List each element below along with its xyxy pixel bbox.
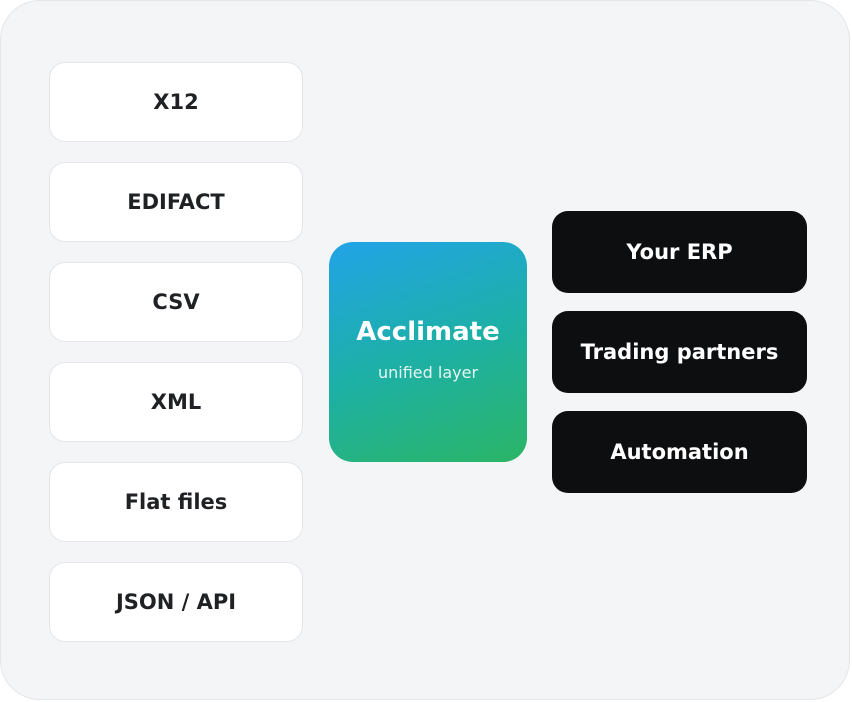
hub-subtitle: unified layer xyxy=(377,362,479,382)
format-edifact: EDIFACT xyxy=(49,162,303,242)
format-x12: X12 xyxy=(49,62,303,142)
target-automation: Automation xyxy=(552,411,807,493)
format-csv: CSV xyxy=(49,262,303,342)
target-trading-partners: Trading partners xyxy=(552,311,807,393)
acclimate-hub: Acclimate unified layer xyxy=(329,242,527,462)
format-flat-files: Flat files xyxy=(49,462,303,542)
target-list: Your ERP Trading partners Automation xyxy=(552,211,807,511)
format-xml: XML xyxy=(49,362,303,442)
source-format-list: X12 EDIFACT CSV XML Flat files JSON / AP… xyxy=(49,62,303,662)
target-your-erp: Your ERP xyxy=(552,211,807,293)
format-json-api: JSON / API xyxy=(49,562,303,642)
hub-title: Acclimate xyxy=(356,316,500,347)
